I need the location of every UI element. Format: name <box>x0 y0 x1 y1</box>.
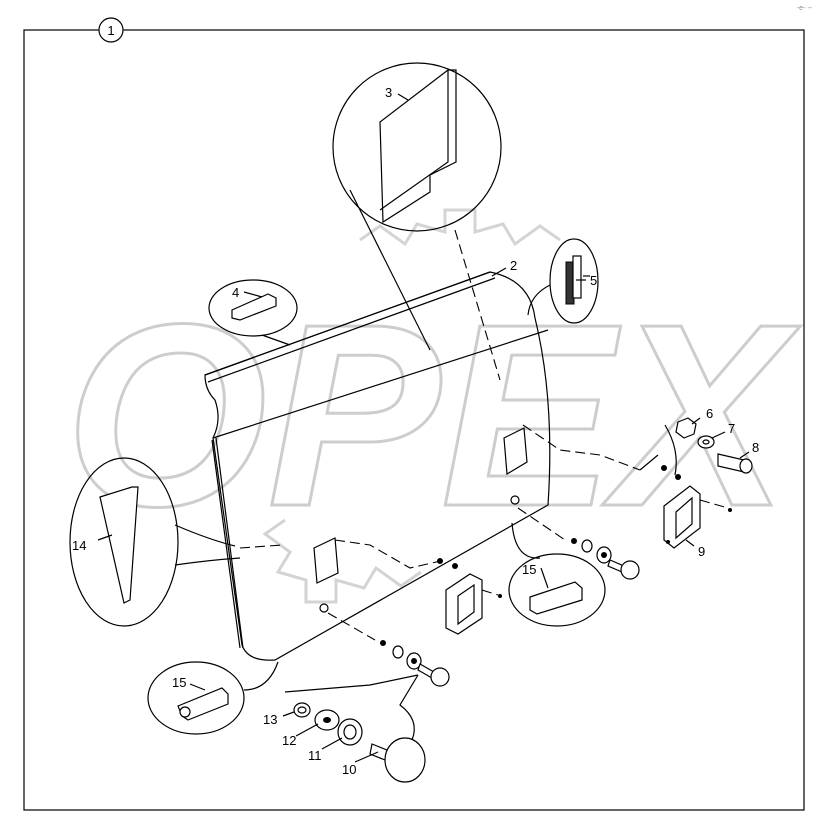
callout-11: 11 <box>308 748 322 763</box>
detail-bubble-15-right <box>508 522 606 627</box>
callout-15-left: 15 <box>172 675 186 690</box>
callout-2: 2 <box>510 258 517 273</box>
callout-3: 3 <box>385 85 392 100</box>
drawing-frame <box>23 29 805 811</box>
corner-mark: -e- -- <box>797 5 813 12</box>
detail-bubble-15-left <box>147 661 279 735</box>
detail-bubble-5 <box>527 238 599 324</box>
callout-4: 4 <box>232 285 239 300</box>
lower-fastener-group <box>284 612 450 783</box>
middle-fastener-group <box>334 507 640 635</box>
detail-bubble-4 <box>208 279 298 346</box>
callout-labels: 2 3 4 5 6 7 8 9 10 11 12 13 14 15 15 <box>72 85 759 777</box>
callout-15-right: 15 <box>522 562 536 577</box>
callout-9: 9 <box>698 544 705 559</box>
callout-7: 7 <box>728 421 735 436</box>
detail-bubble-14 <box>69 457 283 627</box>
callout-14: 14 <box>72 538 86 553</box>
callout-8: 8 <box>752 440 759 455</box>
callout-5: 5 <box>590 273 597 288</box>
assembly-number-badge: 1 <box>98 17 124 43</box>
callout-6: 6 <box>706 406 713 421</box>
callout-12: 12 <box>282 733 296 748</box>
detail-bubble-3 <box>332 62 502 381</box>
upper-fastener-group <box>522 417 753 549</box>
callout-10: 10 <box>342 762 356 777</box>
leader-lines <box>282 267 750 763</box>
assembly-number: 1 <box>107 23 114 38</box>
callout-13: 13 <box>263 712 277 727</box>
